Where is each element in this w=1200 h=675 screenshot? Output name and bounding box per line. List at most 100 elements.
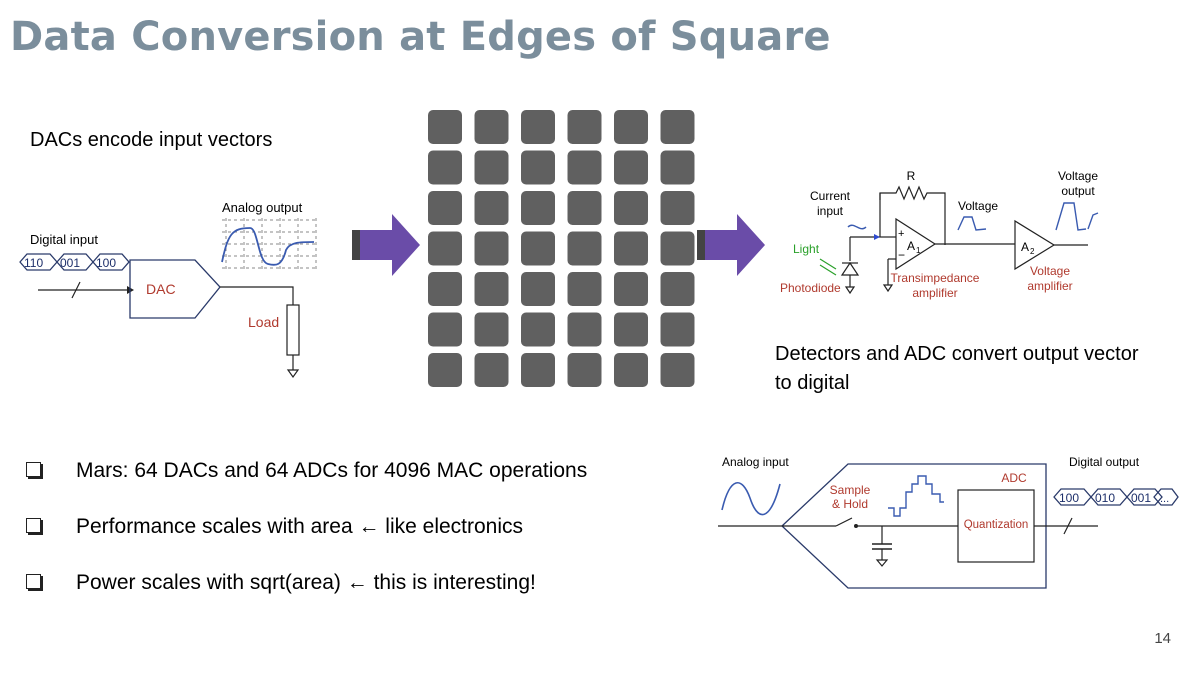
- adc-code-2: 010: [1095, 491, 1115, 505]
- grid-cell: [567, 353, 602, 387]
- sample-label-2: & Hold: [832, 497, 868, 511]
- analog-output-label: Analog output: [222, 200, 303, 215]
- dac-code-1: 110: [24, 256, 43, 270]
- grid-cell: [428, 110, 462, 144]
- grid-cell: [660, 110, 695, 144]
- grid-cell: [521, 312, 555, 347]
- grid-cell: [660, 353, 695, 387]
- quantization-block: [957, 489, 1035, 563]
- mac-array-grid: [428, 110, 695, 387]
- grid-cell: [614, 272, 648, 306]
- ground-icon: [882, 284, 894, 293]
- grid-cell: [614, 312, 648, 347]
- input-label: input: [817, 204, 844, 218]
- grid-cell: [567, 312, 602, 347]
- adc-code-4: ...: [1160, 493, 1169, 505]
- arrow-shape: [360, 214, 420, 276]
- grid-cell: [567, 110, 602, 144]
- svg-text:−: −: [898, 248, 905, 262]
- grid-cell: [474, 272, 509, 306]
- sample-label-1: Sample: [830, 483, 871, 497]
- grid-cell: [660, 191, 695, 225]
- ground-icon: [875, 559, 889, 567]
- voltage-amp-label-2: amplifier: [1027, 279, 1072, 293]
- dac-code-cell: [92, 253, 130, 271]
- analog-output-grid: [222, 218, 318, 272]
- a1-sub: 1: [916, 246, 921, 255]
- grid-cell: [428, 312, 462, 347]
- bullet-text: Performance scales with area ← like elec…: [76, 515, 524, 538]
- a1-amplifier: [895, 217, 937, 271]
- analog-waveform: [221, 227, 315, 266]
- ground-icon: [286, 369, 300, 379]
- analog-input-label: Analog input: [722, 455, 789, 469]
- voltage-output-label-2: output: [1061, 184, 1095, 198]
- grid-cell: [521, 150, 555, 185]
- dac-label: DAC: [146, 281, 176, 297]
- grid-cell: [567, 150, 602, 185]
- transimpedance-diagram: Current input R + − A 1 Voltage A 2 Volt…: [780, 169, 1098, 300]
- detector-caption: Detectors and ADC convert output vector …: [775, 343, 1139, 394]
- dac-code-2: 001: [60, 256, 80, 270]
- grid-cell: [521, 110, 555, 144]
- checkbox-bullet-icon: [26, 462, 41, 477]
- tia-label-2: amplifier: [912, 286, 957, 300]
- load-label: Load: [248, 314, 279, 330]
- grid-cell: [660, 272, 695, 306]
- dac-caption: DACs encode input vectors: [30, 129, 273, 151]
- grid-cell: [614, 191, 648, 225]
- adc-code-cell: [1153, 488, 1179, 506]
- grid-cell: [660, 150, 695, 185]
- grid-cell: [474, 353, 509, 387]
- a2-label: A: [1021, 240, 1029, 254]
- dac-code-3: 100: [96, 256, 116, 270]
- staircase-wave: [888, 475, 944, 517]
- dac-block: [129, 259, 221, 319]
- r-label: R: [907, 169, 916, 183]
- grid-cell: [567, 272, 602, 306]
- grid-cell: [428, 353, 462, 387]
- arrow-shape: [705, 214, 765, 276]
- grid-cell: [428, 191, 462, 225]
- grid-cell: [428, 272, 462, 306]
- grid-cell: [614, 150, 648, 185]
- feedback-resistor: [879, 185, 946, 245]
- grid-cell: [614, 110, 648, 144]
- voltage-output-label-1: Voltage: [1058, 169, 1098, 183]
- analog-input-wave: [721, 481, 781, 516]
- photodiode-label: Photodiode: [780, 281, 841, 295]
- svg-text:+: +: [898, 228, 904, 240]
- voltage-amp-label-1: Voltage: [1030, 264, 1070, 278]
- a2-amplifier: [1014, 219, 1056, 271]
- grid-cell: [660, 312, 695, 347]
- grid-cell: [474, 312, 509, 347]
- output-arrow: [697, 214, 765, 276]
- adc-code-1: 100: [1059, 491, 1079, 505]
- voltage-label: Voltage: [958, 199, 998, 213]
- grid-cell: [660, 231, 695, 266]
- grid-cell: [474, 231, 509, 266]
- photodiode-icon: [840, 261, 860, 276]
- bullet-text: Mars: 64 DACs and 64 ADCs for 4096 MAC o…: [76, 459, 588, 482]
- light-label: Light: [793, 242, 820, 256]
- page-number: 14: [1154, 630, 1171, 647]
- current-label: Current: [810, 189, 851, 203]
- checkbox-bullet-icon: [26, 518, 41, 533]
- grid-cell: [567, 231, 602, 266]
- grid-cell: [614, 353, 648, 387]
- grid-cell: [521, 231, 555, 266]
- grid-cell: [567, 191, 602, 225]
- adc-code-3: 001: [1131, 491, 1151, 505]
- tia-label-1: Transimpedance: [891, 271, 980, 285]
- a2-sub: 2: [1030, 247, 1035, 256]
- grid-cell: [428, 231, 462, 266]
- quantization-label: Quantization: [964, 519, 1029, 531]
- checkbox-bullet-icon: [26, 574, 41, 589]
- slide-title: Data Conversion at Edges of Square: [10, 14, 831, 60]
- grid-cell: [614, 231, 648, 266]
- bullet-text: Power scales with sqrt(area) ← this is i…: [76, 571, 536, 594]
- grid-cell: [428, 150, 462, 185]
- grid-cell: [474, 110, 509, 144]
- digital-input-label: Digital input: [30, 232, 98, 247]
- grid-cell: [521, 353, 555, 387]
